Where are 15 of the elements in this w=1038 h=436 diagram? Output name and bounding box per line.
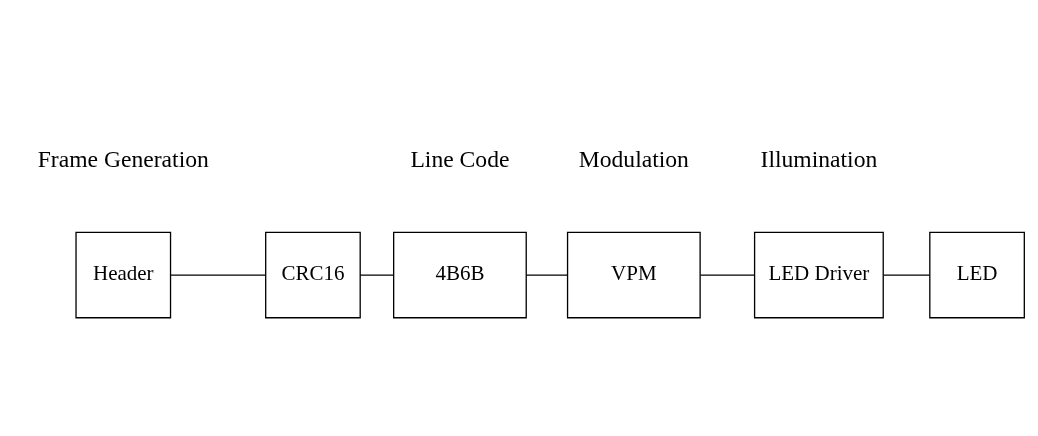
- node-box: VPM: [566, 231, 701, 319]
- connector: [525, 274, 569, 276]
- label: Modulation: [578, 145, 689, 172]
- node-box: CRC16: [265, 231, 361, 319]
- label: Line Code: [410, 145, 510, 172]
- node-box: LED: [929, 231, 1025, 319]
- connector: [359, 274, 395, 276]
- label: Illumination: [760, 145, 878, 172]
- connector: [882, 274, 931, 276]
- node-box: Header: [75, 231, 172, 319]
- connector: [699, 274, 756, 276]
- label: Frame Generation: [37, 145, 209, 172]
- connector: [170, 274, 266, 276]
- node-box: LED Driver: [753, 231, 884, 319]
- node-box: 4B6B: [393, 231, 527, 319]
